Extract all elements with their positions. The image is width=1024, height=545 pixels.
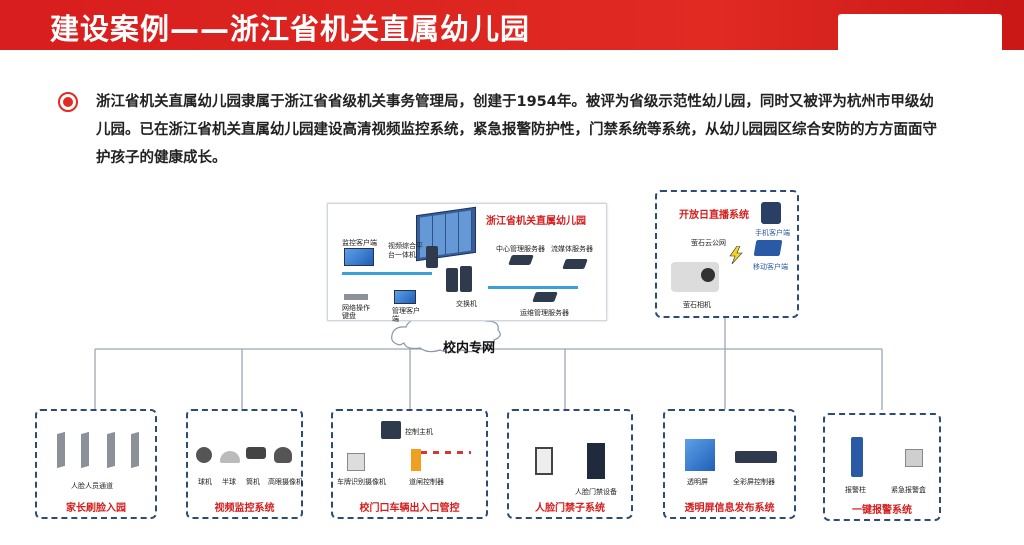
subsystem-transparent-display: 透明屏 全彩屏控制器 透明屏信息发布系统 [663, 409, 796, 519]
cloud-label: 萤石云公网 [691, 239, 726, 247]
campus-network-label: 校内专网 [443, 341, 496, 356]
switch-label: 交换机 [456, 300, 477, 308]
control-center-panel: 浙江省机关直属幼儿园 监控客户端 视频综合平台一体机 中心管理服务器 流媒体服务… [327, 203, 607, 323]
keyboard-label: 网络操作键盘 [342, 304, 370, 320]
turnstile2-icon [81, 431, 89, 469]
device-label: 全彩屏控制器 [733, 478, 775, 486]
monitor-icon [344, 248, 374, 266]
center-server-icon [508, 255, 534, 265]
device-label: 半球 [222, 478, 236, 486]
subsystem-title: 一键报警系统 [852, 505, 912, 516]
lightning-icon [727, 245, 745, 265]
barrier-icon [411, 449, 421, 471]
dome-camera-icon [196, 447, 212, 463]
subsystem-title: 人脸门禁子系统 [535, 503, 605, 514]
screen-controller-icon [735, 451, 777, 463]
phone-client-label: 手机客户端 [755, 229, 790, 237]
camera-lens-icon [701, 268, 715, 282]
camera-label: 萤石相机 [683, 301, 711, 309]
eye-camera-icon [274, 447, 292, 463]
network-bus-line [342, 272, 432, 275]
subsystem-alarm: 报警柱 紧急报警盒 一键报警系统 [823, 413, 941, 521]
bullet-icon [58, 92, 78, 112]
device-label: 筒机 [246, 478, 260, 486]
mgmt-client-icon [394, 290, 416, 304]
device-label: 人脸门禁设备 [575, 488, 617, 496]
subsystem-title: 透明屏信息发布系统 [684, 503, 775, 514]
stream-server-icon [562, 259, 588, 269]
subsystem-title: 家长刷脸入园 [66, 503, 126, 514]
subsystem-title: 校门口车辆出入口管控 [359, 503, 460, 514]
video-platform-label: 视频综合平台一体机 [388, 242, 423, 259]
tablet-icon [753, 240, 783, 256]
device-label: 高眼摄像机 [268, 478, 303, 486]
door-icon [535, 447, 553, 475]
switch-rack-icon [446, 268, 458, 292]
ops-server-icon [532, 292, 558, 302]
half-dome-icon [220, 451, 240, 463]
keyboard-icon [344, 294, 368, 300]
platform-server-icon [426, 246, 438, 268]
center-title: 浙江省机关直属幼儿园 [486, 216, 586, 227]
device-label: 透明屏 [687, 478, 708, 486]
bullet-camera-icon [246, 447, 266, 459]
switch-rack2-icon [460, 266, 472, 292]
plate-camera-icon [347, 453, 365, 471]
banner-tab-decoration [838, 14, 1002, 50]
subsystem-face-access: 人脸门禁设备 人脸门禁子系统 [507, 409, 633, 519]
open-day-live-panel: 开放日直播系统 手机客户端 萤石云公网 移动客户端 萤石相机 [655, 190, 799, 318]
ops-server-label: 运维管理服务器 [520, 309, 569, 317]
page-title: 建设案例——浙江省机关直属幼儿园 [50, 12, 531, 46]
transparent-screen-icon [685, 439, 715, 471]
face-terminal-icon [587, 443, 605, 479]
device-label: 道闸控制器 [409, 478, 444, 486]
device-label: 球机 [198, 478, 212, 486]
center-server-label: 中心管理服务器 [496, 245, 545, 253]
mobile-client-label: 移动客户端 [753, 263, 788, 271]
header-banner: 建设案例——浙江省机关直属幼儿园 [0, 0, 1024, 50]
phone-icon [761, 202, 781, 224]
barrier-arm-icon [421, 451, 471, 454]
turnstile-icon [57, 431, 65, 469]
stream-server-label: 流媒体服务器 [551, 245, 593, 253]
monitor-client-label: 监控客户端 [342, 239, 377, 247]
subsystem-vehicle-gate: 控制主机 车牌识别摄像机 道闸控制器 校门口车辆出入口管控 [331, 409, 488, 519]
device-label: 报警柱 [845, 486, 866, 494]
device-label: 紧急报警盒 [891, 486, 926, 494]
subsystem-face-entry: 人脸人员通道 家长刷脸入园 [35, 409, 157, 519]
control-host-icon [381, 421, 401, 439]
mgmt-client-label: 管理客户端 [392, 307, 420, 323]
subsystem-title: 视频监控系统 [214, 503, 275, 514]
alarm-box-icon [905, 449, 923, 467]
face-channel-label: 人脸人员通道 [71, 482, 113, 490]
intro-paragraph: 浙江省机关直属幼儿园隶属于浙江省省级机关事务管理局，创建于1954年。被评为省级… [96, 94, 937, 166]
subsystem-video-monitoring: 球机 半球 筒机 高眼摄像机 视频监控系统 [186, 409, 303, 519]
network-bus-line-right [488, 286, 578, 289]
open-day-title: 开放日直播系统 [679, 210, 749, 221]
device-label: 控制主机 [405, 428, 433, 436]
turnstile4-icon [131, 431, 139, 469]
device-label: 车牌识别摄像机 [337, 478, 386, 486]
alarm-column-icon [851, 437, 863, 477]
turnstile3-icon [107, 431, 115, 469]
